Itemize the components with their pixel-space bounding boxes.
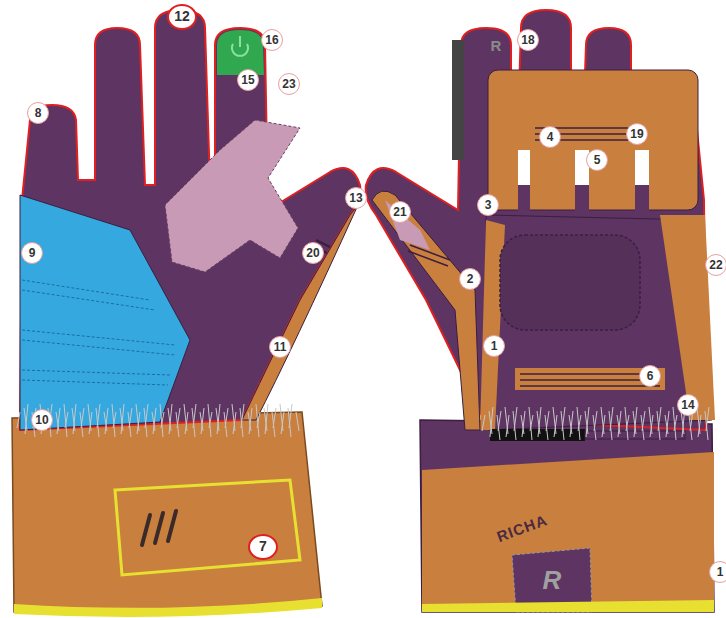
callout-number: 13 [345,187,367,209]
callout-number: 1 [483,335,505,357]
callout-number: 19 [626,123,648,145]
callout-number: 6 [639,365,661,387]
callout-number: 16 [261,29,283,51]
callout-number: 12 [167,4,197,30]
callout-number: 2 [459,268,481,290]
callout-number: 21 [389,201,411,223]
callout-number: 3 [477,194,499,216]
callout-number: 14 [677,394,699,416]
callout-number: 4 [539,126,561,148]
callout-number: 10 [31,409,53,431]
callout-number: 8 [27,102,49,124]
callout-number: 5 [586,149,608,171]
callout-number: 20 [302,242,324,264]
callout-number: 18 [517,29,539,51]
logo-letter: R [491,37,502,54]
callout-number: 15 [237,69,259,91]
callout-number: 22 [705,254,726,276]
callout-number: 7 [248,534,278,560]
logo-letter: R [543,565,562,596]
callout-number: 1 [709,561,726,583]
callout-number: 23 [278,73,300,95]
callout-number: 11 [269,336,291,358]
callout-number: 9 [21,242,43,264]
